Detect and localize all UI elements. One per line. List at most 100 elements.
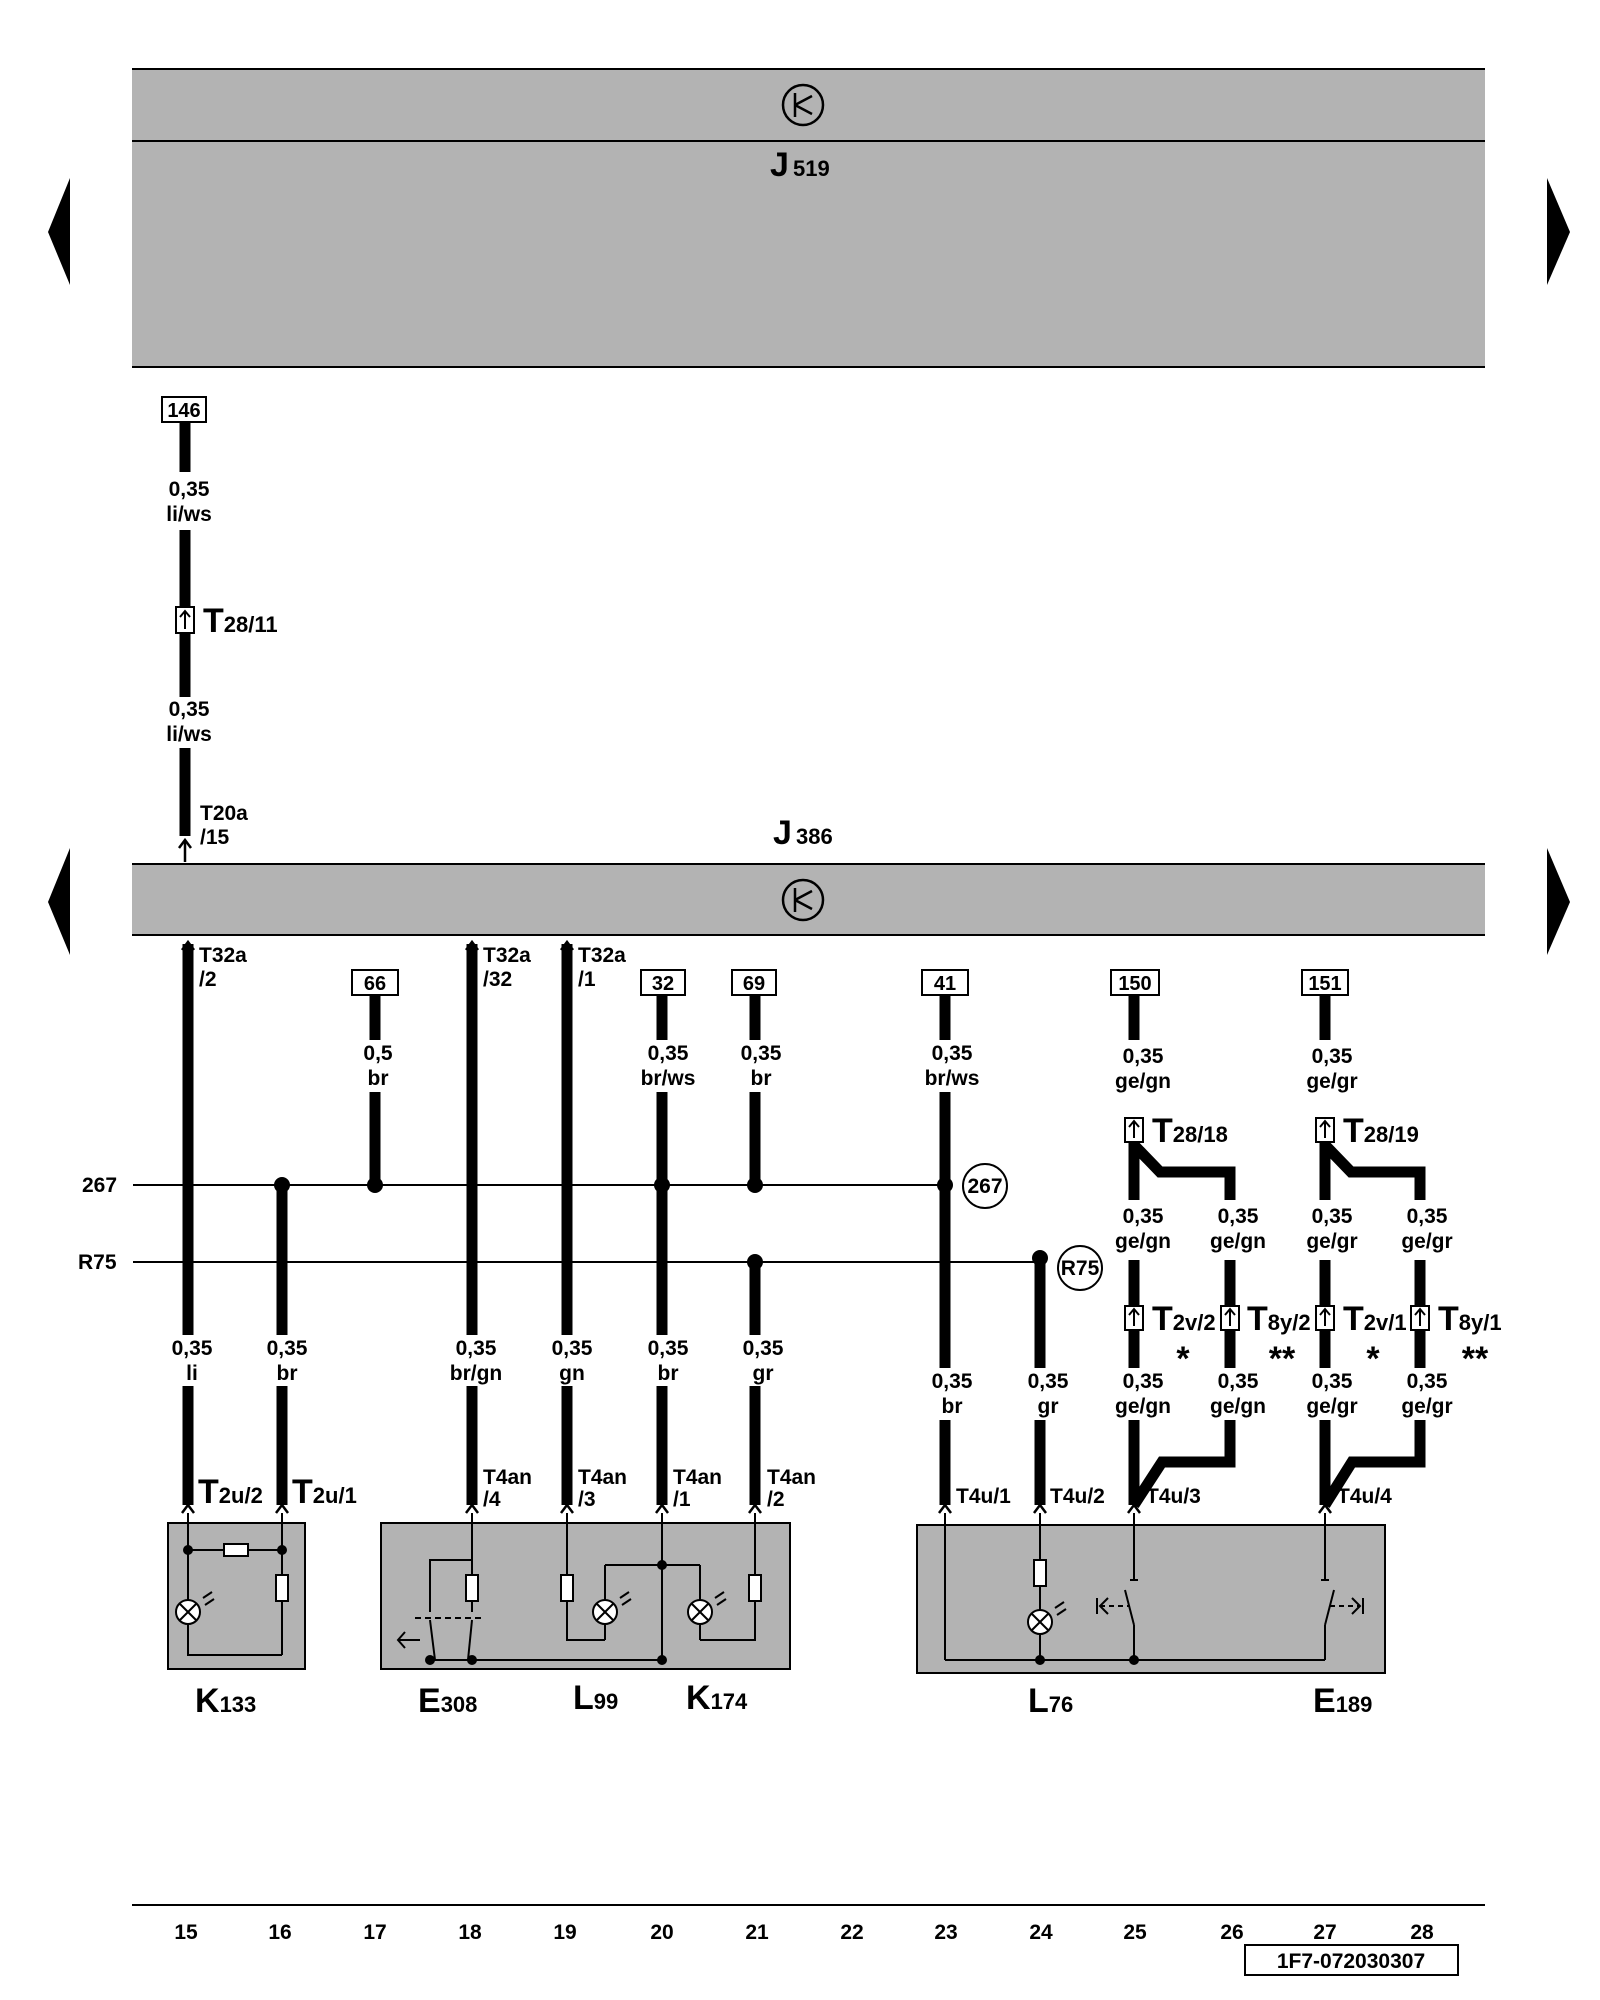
wire-color: br/gn: [450, 1362, 503, 1385]
connector-marker-arrows: [179, 609, 1426, 1326]
ref-box-32-label: 32: [652, 973, 674, 995]
connector-label: T28/19: [1343, 1112, 1419, 1150]
variant-star: **: [1269, 1340, 1296, 1378]
column-number: 20: [650, 1921, 673, 1944]
wire-size: 0,35: [1312, 1045, 1353, 1068]
next-page-arrow-top[interactable]: [1547, 178, 1570, 285]
wire-size: 0,35: [1218, 1370, 1259, 1393]
drawing-id-box: 1F7-072030307: [1244, 1944, 1459, 1976]
wire-size: 0,35: [1407, 1370, 1448, 1393]
wire-size: 0,35: [456, 1337, 497, 1360]
connector-labels: T28/11 T28/18 T28/19 T2v/2 T8y/2 T2v/1 T…: [198, 602, 1502, 1511]
wire-color: br: [942, 1395, 963, 1418]
next-page-arrow-bottom[interactable]: [1547, 848, 1570, 955]
ref-box-146-label: 146: [167, 400, 200, 422]
wire-color: li/ws: [166, 723, 212, 746]
pin-label: T4u/3: [1146, 1485, 1201, 1508]
column-number: 24: [1029, 1921, 1053, 1944]
module-j519-number: 519: [793, 156, 830, 181]
wire-size: 0,35: [169, 698, 210, 721]
wire-size: 0,35: [1312, 1370, 1353, 1393]
wire-color: br: [658, 1362, 679, 1385]
wire-color: ge/gr: [1401, 1395, 1452, 1418]
ref-box-66: 66: [351, 969, 399, 996]
prev-page-arrow-top[interactable]: [48, 178, 70, 285]
component-k133: [167, 1513, 306, 1670]
ref-box-150: 150: [1110, 969, 1160, 996]
column-number: 17: [363, 1921, 386, 1944]
wire-color: ge/gr: [1306, 1395, 1357, 1418]
pin-arrows: [178, 837, 1332, 1514]
pin-label: T4u/1: [956, 1485, 1011, 1508]
bus-267-label: 267: [82, 1174, 117, 1197]
connector-label: T2v/2: [1152, 1300, 1216, 1338]
ref-box-66-label: 66: [364, 973, 386, 995]
pin-label: T32a/1: [578, 944, 626, 991]
wire-color: ge/gn: [1210, 1230, 1266, 1253]
pin-label: T4u/2: [1050, 1485, 1105, 1508]
pin-label: T32a/32: [483, 944, 531, 991]
wire-size: 0,35: [172, 1337, 213, 1360]
connector-label: T8y/2: [1247, 1300, 1311, 1338]
pin-label: T20a/15: [200, 802, 248, 849]
column-number: 22: [840, 1921, 863, 1944]
wire-color: gr: [753, 1362, 774, 1385]
wire-size: 0,35: [648, 1337, 689, 1360]
wire-color: br/ws: [641, 1067, 696, 1090]
pin-label: T4u/4: [1337, 1485, 1392, 1508]
wires: [179, 422, 1426, 1509]
wire-size: 0,35: [1218, 1205, 1259, 1228]
ref-box-41: 41: [921, 969, 969, 996]
bus-267: 267 267: [82, 1163, 1008, 1209]
connector-label: T28/18: [1152, 1112, 1228, 1150]
drawing-id: 1F7-072030307: [1277, 1950, 1425, 1973]
component-label-e308: E308: [418, 1682, 477, 1720]
electronic-unit-icon: [781, 83, 825, 127]
wire-size: 0,35: [1407, 1205, 1448, 1228]
variant-star: **: [1462, 1340, 1489, 1378]
prev-page-arrow-bottom[interactable]: [48, 848, 70, 955]
wire-color: gn: [559, 1362, 585, 1385]
ref-box-151: 151: [1301, 969, 1349, 996]
column-number: 27: [1313, 1921, 1336, 1944]
ref-box-151-label: 151: [1308, 973, 1341, 995]
column-number: 15: [174, 1921, 198, 1944]
wire-color: br: [277, 1362, 298, 1385]
wire-color: li/ws: [166, 503, 212, 526]
variant-star: *: [1366, 1340, 1380, 1378]
wire-size: 0,35: [1312, 1205, 1353, 1228]
wire-size: 0,35: [932, 1370, 973, 1393]
component-label-e189: E189: [1313, 1682, 1372, 1720]
column-numbers: 15 16 17 18 19 20 21 22 23 24 25 26 27 2…: [174, 1921, 1434, 1944]
wire-size: 0,35: [1028, 1370, 1069, 1393]
component-label-l99: L99: [573, 1679, 618, 1717]
module-j519-letter: J: [770, 146, 789, 184]
connector-label: T8y/1: [1438, 1300, 1502, 1338]
ref-box-32: 32: [640, 969, 686, 996]
connector-label: T2u/2: [198, 1473, 263, 1511]
pin-label: T4an/2: [767, 1466, 816, 1511]
column-number: 23: [934, 1921, 957, 1944]
variant-star: *: [1176, 1340, 1190, 1378]
wire-size: 0,35: [1123, 1370, 1164, 1393]
component-label-l76: L76: [1028, 1682, 1073, 1720]
